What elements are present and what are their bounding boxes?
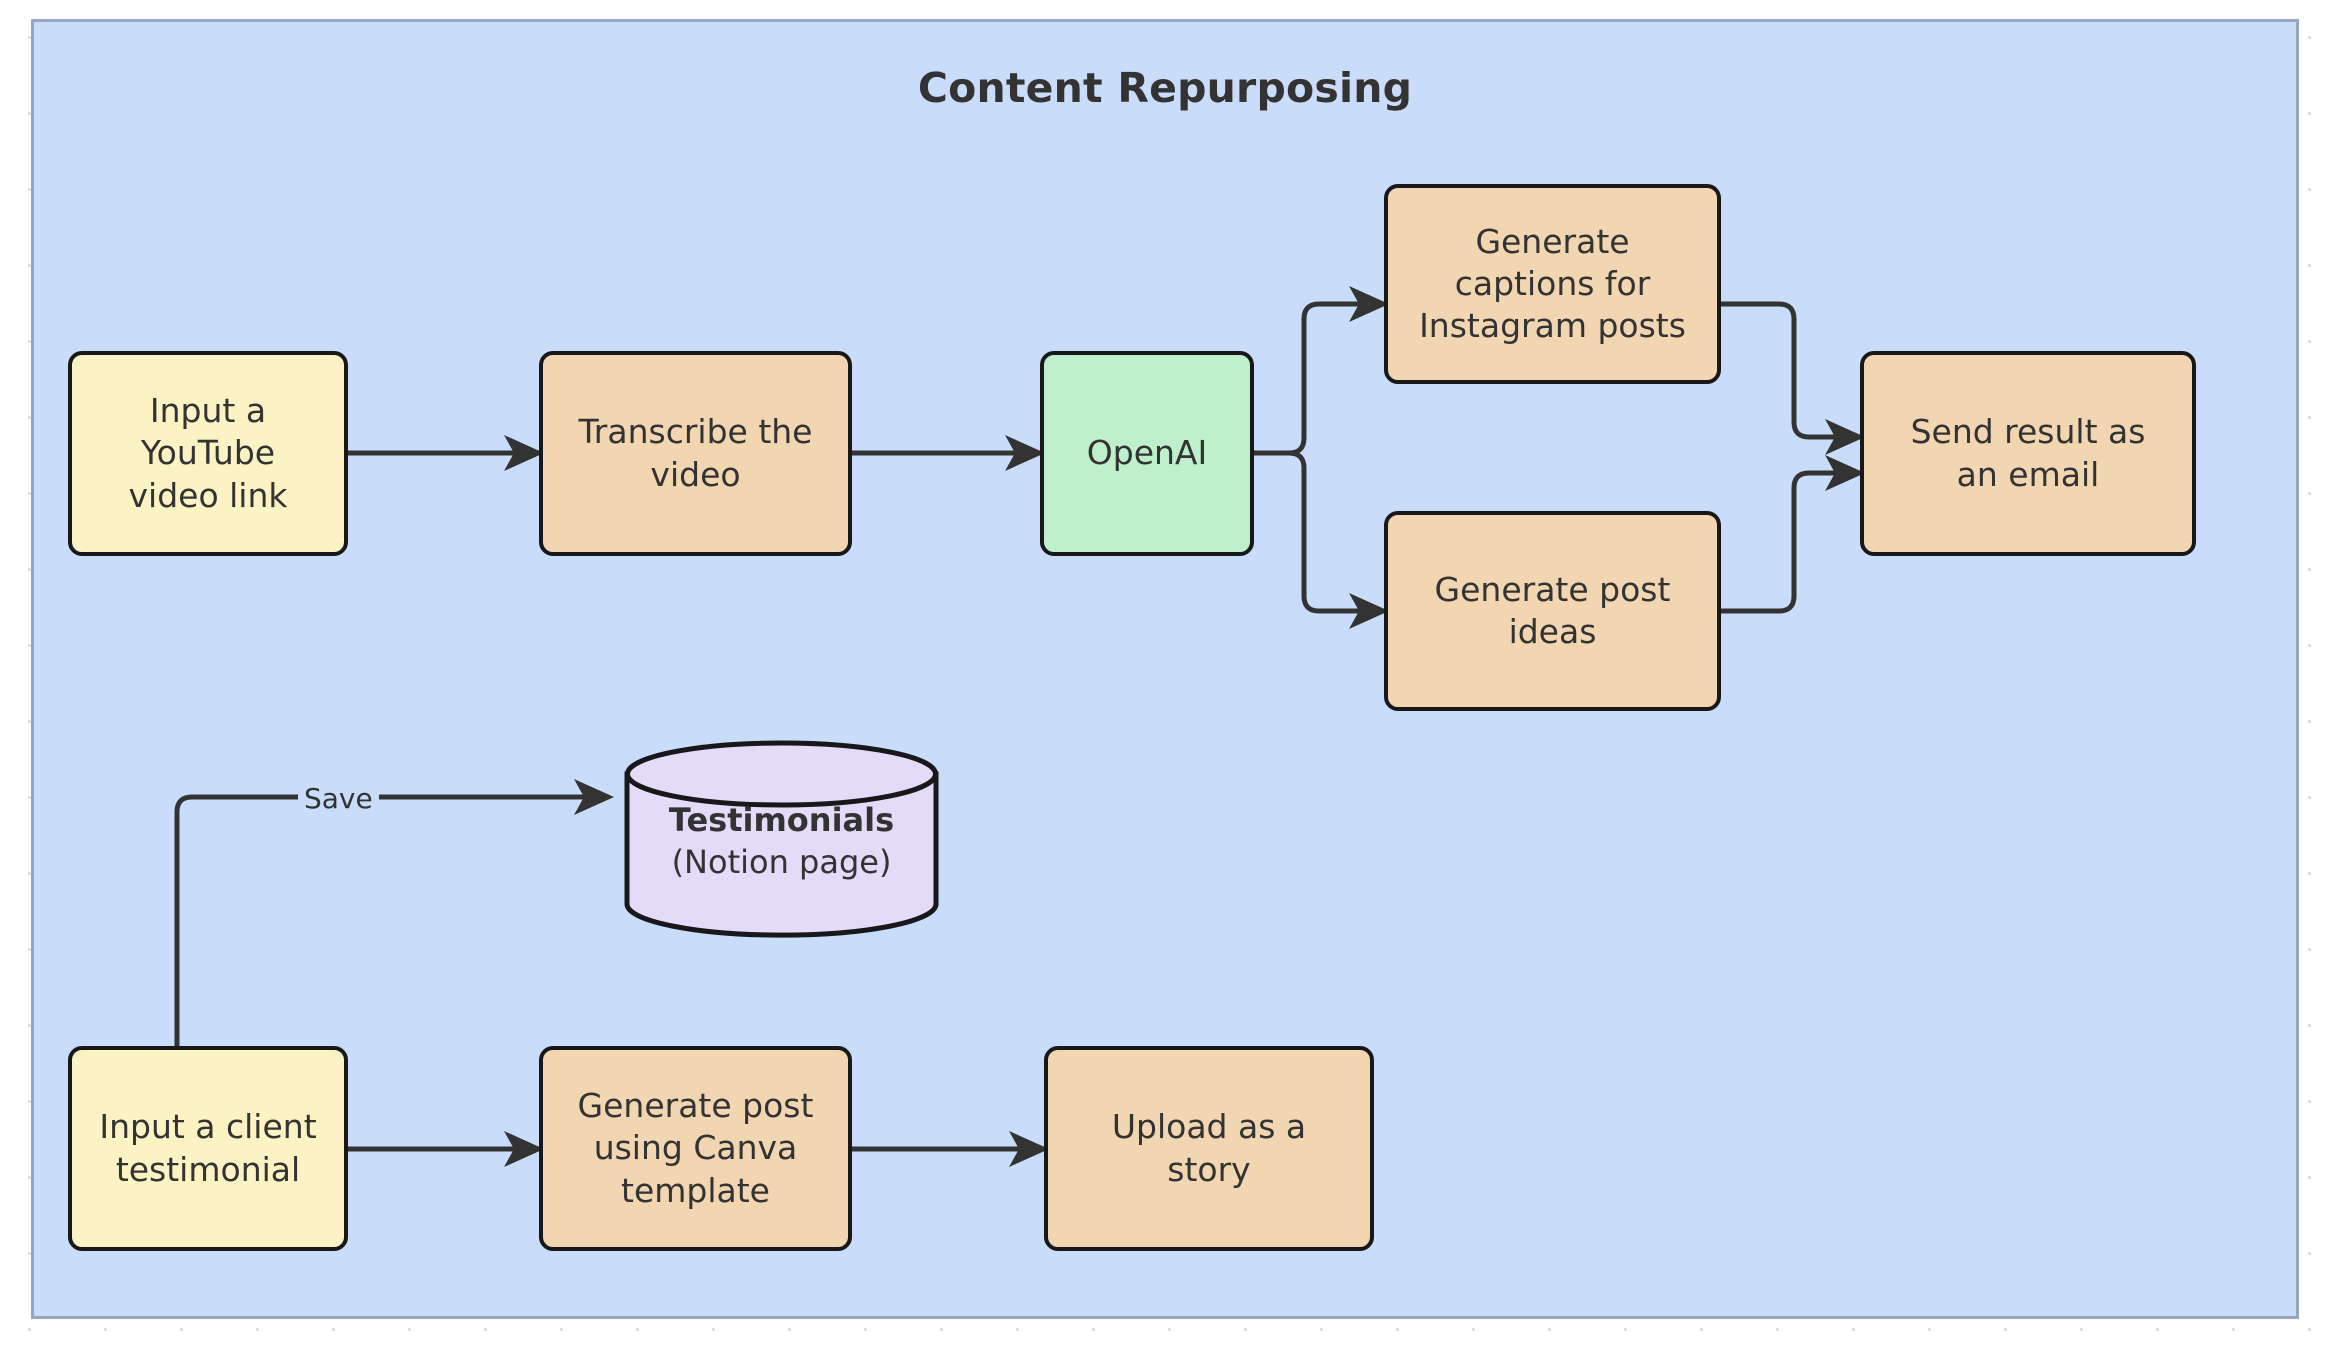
edge-input-testimonial-to-testimonials-db [174, 779, 614, 1081]
node-generate-post-ideas[interactable]: Generate post ideas [1384, 511, 1721, 711]
node-generate-captions[interactable]: Generate captions for Instagram posts [1384, 184, 1721, 384]
node-input-testimonial[interactable]: Input a client testimonial [68, 1046, 348, 1251]
node-label-group: Testimonials (Notion page) [624, 800, 939, 883]
node-input-youtube[interactable]: Input a YouTube video link [68, 351, 348, 556]
node-label: Transcribe the video [578, 412, 813, 494]
node-testimonials-db[interactable]: Testimonials (Notion page) [624, 740, 939, 938]
node-upload-story[interactable]: Upload as a story [1044, 1046, 1374, 1251]
page-title: Content Repurposing [917, 64, 1413, 112]
node-label-title: Testimonials [668, 801, 895, 839]
node-label: Generate post ideas [1434, 569, 1671, 651]
node-label: Generate captions for Instagram posts [1419, 221, 1686, 346]
edge-label-save: Save [298, 782, 379, 815]
node-transcribe-video[interactable]: Transcribe the video [539, 351, 852, 556]
node-send-email[interactable]: Send result as an email [1860, 351, 2196, 556]
node-openai[interactable]: OpenAI [1040, 351, 1254, 556]
node-label: Send result as an email [1910, 412, 2146, 494]
node-label: OpenAI [1086, 433, 1208, 473]
node-label: Input a client testimonial [99, 1107, 317, 1189]
node-label: Generate post using Canva template [577, 1086, 814, 1210]
cylinder-shape [624, 740, 939, 938]
diagram-frame: Content Repurposing [31, 19, 2299, 1319]
node-label: Input a YouTube video link [128, 391, 288, 515]
node-label: Upload as a story [1111, 1107, 1307, 1189]
node-label-subtitle: (Notion page) [671, 842, 892, 881]
node-generate-canva-post[interactable]: Generate post using Canva template [539, 1046, 852, 1251]
